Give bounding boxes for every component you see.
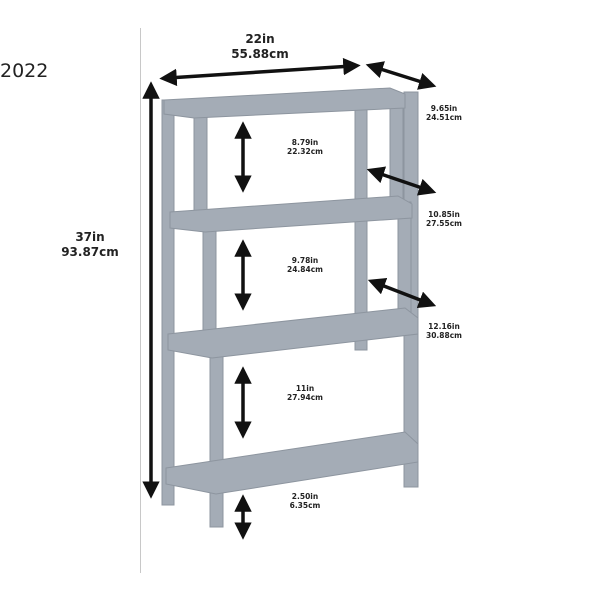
depth-third-label: 12.16in 30.88cm <box>426 322 462 341</box>
divider-line <box>140 28 141 573</box>
width-label: 22in 55.88cm <box>231 32 289 61</box>
gap-top-label: 8.79in 22.32cm <box>287 138 323 157</box>
clearance-label: 2.50in 6.35cm <box>289 492 321 511</box>
depth-top-label: 9.65in 24.51cm <box>426 104 462 123</box>
gap-bottom-label: 11in 27.94cm <box>287 384 323 403</box>
year-fragment: 2022 <box>0 60 49 82</box>
gap-middle-label: 9.78in 24.84cm <box>287 256 323 275</box>
height-label: 37in 93.87cm <box>61 230 119 259</box>
depth-second-label: 10.85in 27.55cm <box>426 210 462 229</box>
